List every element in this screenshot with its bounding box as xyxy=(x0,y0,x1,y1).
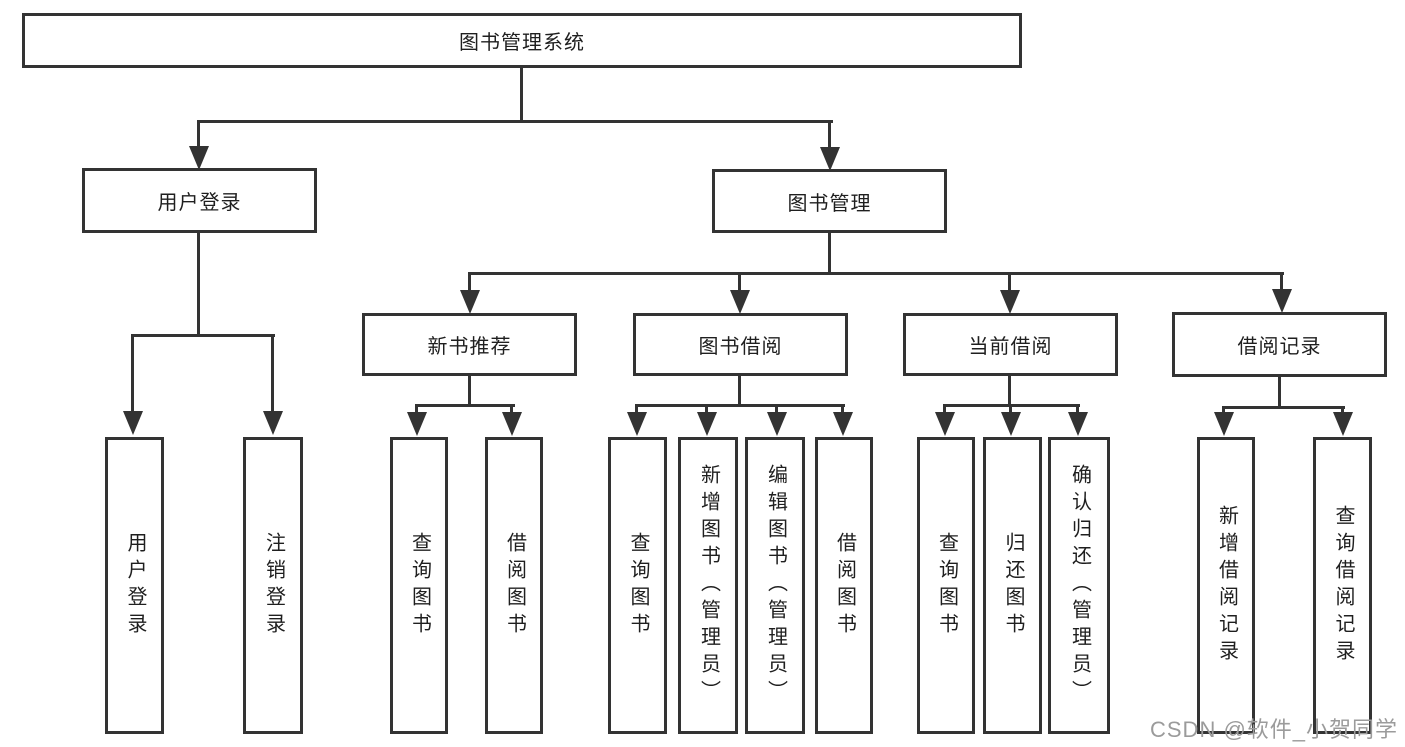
leaf-add-borrow-record: 新增借阅记录 xyxy=(1197,437,1255,734)
connector-line xyxy=(271,334,274,414)
node-label: 借阅图书 xyxy=(833,531,856,640)
node-label: 查询图书 xyxy=(627,531,649,640)
connector-line xyxy=(1278,377,1281,408)
node-book-borrowing: 图书借阅 xyxy=(633,313,848,376)
arrow-down-icon xyxy=(263,411,283,435)
connector-line xyxy=(197,120,833,123)
arrow-down-icon xyxy=(502,412,522,436)
connector-line xyxy=(468,272,471,292)
leaf-user-login: 用户登录 xyxy=(105,437,164,734)
node-label: 图书借阅 xyxy=(698,336,783,358)
connector-line xyxy=(635,404,845,407)
node-current-borrowing: 当前借阅 xyxy=(903,313,1118,376)
watermark: CSDN @软件_小贺同学 xyxy=(1150,717,1399,742)
node-book-management: 图书管理 xyxy=(712,169,947,233)
connector-line xyxy=(468,376,471,406)
arrow-down-icon xyxy=(1214,412,1234,436)
arrow-down-icon xyxy=(833,412,853,436)
leaf-return-books: 归还图书 xyxy=(983,437,1042,734)
connector-line xyxy=(738,376,741,406)
leaf-query-books-current: 查询图书 xyxy=(917,437,975,734)
node-label: 用户登录 xyxy=(157,192,242,214)
node-label: 查询图书 xyxy=(935,531,958,640)
connector-line xyxy=(1009,404,1012,416)
node-label: 借阅图书 xyxy=(503,531,526,640)
node-library-management-system: 图书管理系统 xyxy=(22,13,1022,68)
leaf-borrow-books-recommend: 借阅图书 xyxy=(485,437,543,734)
arrow-down-icon xyxy=(1272,289,1292,313)
connector-line xyxy=(841,404,844,416)
connector-line xyxy=(775,404,778,416)
arrow-down-icon xyxy=(460,290,480,314)
node-label: 新增借阅记录 xyxy=(1215,504,1238,667)
node-label: 查询图书 xyxy=(408,531,431,640)
node-label: 新书推荐 xyxy=(427,336,512,358)
node-label: 用户登录 xyxy=(124,531,146,640)
node-label: 图书管理 xyxy=(787,192,872,215)
connector-line xyxy=(1222,406,1345,409)
arrow-down-icon xyxy=(820,147,840,171)
node-label: 新增图书（管理员） xyxy=(697,464,720,707)
leaf-edit-books-admin: 编辑图书（管理员） xyxy=(745,437,805,734)
connector-line xyxy=(943,404,946,416)
connector-line xyxy=(1341,406,1344,416)
arrow-down-icon xyxy=(189,146,209,170)
arrow-down-icon xyxy=(1001,412,1021,436)
node-label: 编辑图书（管理员） xyxy=(764,464,787,707)
arrow-down-icon xyxy=(767,412,787,436)
arrow-down-icon xyxy=(1068,412,1088,436)
connector-line xyxy=(1222,406,1225,416)
leaf-query-books-borrowing: 查询图书 xyxy=(608,437,667,734)
arrow-down-icon xyxy=(1000,290,1020,314)
connector-line xyxy=(468,272,1284,275)
leaf-borrow-books: 借阅图书 xyxy=(815,437,873,734)
leaf-query-books-recommend: 查询图书 xyxy=(390,437,448,734)
arrow-down-icon xyxy=(1333,412,1353,436)
connector-line xyxy=(197,120,200,150)
node-label: 借阅记录 xyxy=(1237,336,1322,358)
arrow-down-icon xyxy=(627,412,647,436)
connector-line xyxy=(1280,272,1283,292)
node-new-book-recommendation: 新书推荐 xyxy=(362,313,577,376)
connector-line xyxy=(705,404,708,416)
arrow-down-icon xyxy=(123,411,143,435)
leaf-confirm-return-admin: 确认归还（管理员） xyxy=(1048,437,1110,734)
connector-line xyxy=(828,120,831,150)
leaf-query-borrow-record: 查询借阅记录 xyxy=(1313,437,1372,734)
connector-line xyxy=(510,404,513,416)
connector-line xyxy=(828,233,831,275)
connector-line xyxy=(197,233,200,337)
connector-line xyxy=(635,404,638,416)
arrow-down-icon xyxy=(730,290,750,314)
node-user-login: 用户登录 xyxy=(82,168,317,233)
node-label: 当前借阅 xyxy=(968,336,1053,358)
leaf-add-books-admin: 新增图书（管理员） xyxy=(678,437,738,734)
arrow-down-icon xyxy=(935,412,955,436)
node-label: 查询借阅记录 xyxy=(1332,504,1354,667)
node-label: 注销登录 xyxy=(262,531,285,640)
arrow-down-icon xyxy=(407,412,427,436)
connector-line xyxy=(415,404,515,407)
connector-line xyxy=(131,334,275,337)
connector-line xyxy=(1008,272,1011,292)
connector-line xyxy=(520,68,523,123)
arrow-down-icon xyxy=(697,412,717,436)
connector-line xyxy=(415,404,418,416)
connector-line xyxy=(738,272,741,292)
connector-line xyxy=(131,334,134,414)
node-label: 确认归还（管理员） xyxy=(1068,464,1091,707)
node-borrowing-records: 借阅记录 xyxy=(1172,312,1387,377)
node-label: 图书管理系统 xyxy=(459,32,585,54)
leaf-logout: 注销登录 xyxy=(243,437,303,734)
connector-line xyxy=(1076,404,1079,416)
node-label: 归还图书 xyxy=(1002,531,1024,640)
connector-line xyxy=(1008,376,1011,406)
